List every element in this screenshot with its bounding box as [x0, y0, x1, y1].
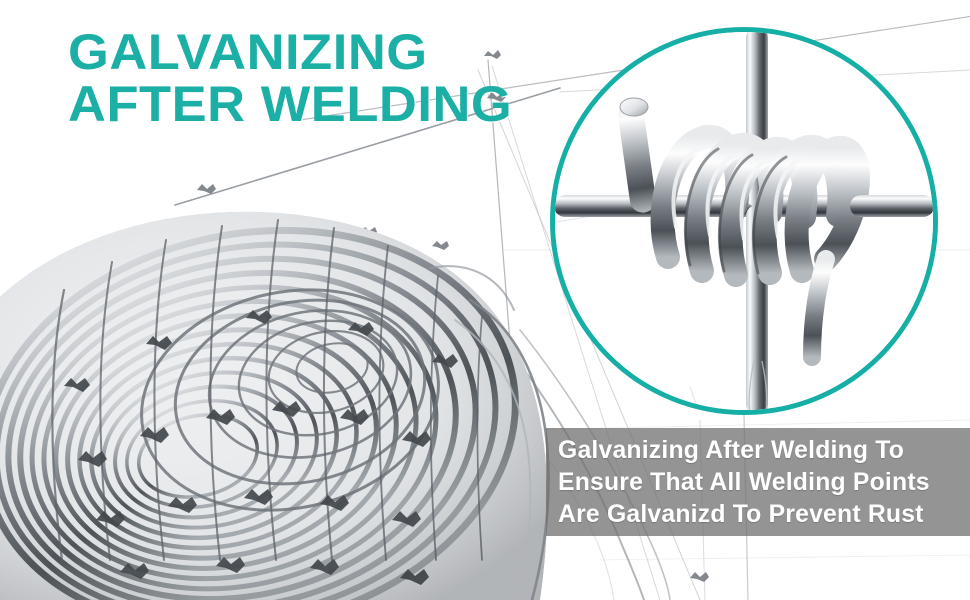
- coil-highlights: [671, 145, 806, 241]
- wire-mesh-roll: [0, 211, 548, 600]
- wire-knot-closeup: [555, 32, 933, 410]
- circular-callout: [550, 27, 938, 415]
- wire-stub-end: [618, 97, 656, 213]
- caption-line-3: Are Galvanizd To Prevent Rust: [558, 500, 924, 528]
- caption-banner: Galvanizing After Welding To Ensure That…: [546, 428, 970, 536]
- coil-final-wrap: [784, 135, 871, 283]
- headline: GALVANIZING AFTER WELDING: [68, 27, 512, 129]
- headline-line-1: GALVANIZING: [68, 24, 428, 80]
- headline-line-2: AFTER WELDING: [68, 76, 513, 132]
- caption-line-1: Galvanizing After Welding To: [558, 436, 905, 464]
- coil-shadows: [683, 147, 788, 275]
- caption-line-2: Ensure That All Welding Points: [558, 468, 930, 496]
- coil-drop-end: [803, 250, 835, 366]
